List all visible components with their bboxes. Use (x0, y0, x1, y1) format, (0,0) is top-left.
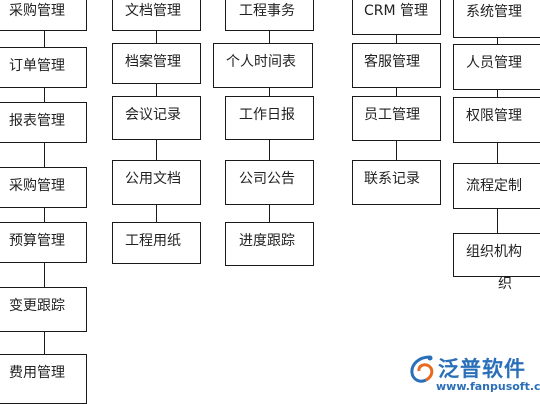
connector (497, 38, 498, 44)
node-col3-0: 工程事务 (225, 0, 314, 31)
node-col1-6: 费用管理 (0, 354, 87, 404)
node-col5-4: 组织机构 (453, 233, 540, 277)
node-col1-3: 采购管理 (0, 167, 87, 208)
connector (497, 90, 498, 97)
node-col2-1: 档案管理 (112, 43, 201, 84)
node-col3-1: 个人时间表 (213, 43, 313, 88)
connector (44, 263, 45, 287)
brand-url: www.fanpusoft.com (436, 380, 540, 393)
connector (396, 35, 397, 43)
node-col1-5: 变更跟踪 (0, 287, 87, 332)
connector (396, 88, 397, 96)
connector (269, 205, 270, 222)
node-col5-3: 流程定制 (453, 163, 540, 209)
node-col3-4: 进度跟踪 (225, 222, 314, 266)
node-col5-2: 权限管理 (453, 97, 540, 143)
node-col2-3: 公用文档 (112, 160, 201, 205)
connector (156, 205, 157, 222)
connector (269, 31, 270, 43)
node-col3-3: 公司公告 (225, 160, 314, 205)
node-col1-2: 报表管理 (0, 102, 87, 143)
connector (269, 88, 270, 96)
node-col3-2: 工作日报 (225, 96, 314, 140)
connector (269, 140, 270, 160)
connector (44, 143, 45, 167)
node-col5-0: 系统管理 (453, 0, 540, 38)
node-col4-3: 联系记录 (352, 160, 441, 205)
connector (44, 88, 45, 102)
node-col4-2: 员工管理 (352, 96, 441, 141)
connector (44, 332, 45, 354)
brand-name: 泛普软件 (438, 357, 526, 381)
connector (44, 31, 45, 47)
node-col5-1: 人员管理 (453, 44, 540, 90)
node-col1-0: 采购管理 (0, 0, 87, 31)
node-col1-1: 订单管理 (0, 47, 87, 88)
node-col2-2: 会议记录 (112, 96, 201, 140)
node-col4-0: CRM 管理 (352, 0, 441, 35)
brand-logo: 泛普软件 www.fanpusoft.com (408, 353, 540, 398)
swirl-logo-icon (410, 355, 434, 383)
wrapped-label-char: 织 (498, 276, 512, 292)
connector (156, 84, 157, 96)
node-col4-1: 客服管理 (352, 43, 441, 88)
connector (497, 143, 498, 163)
connector (156, 31, 157, 43)
connector (497, 209, 498, 233)
node-col2-4: 工程用纸 (112, 222, 201, 264)
node-col1-4: 预算管理 (0, 222, 87, 263)
connector (396, 141, 397, 160)
connector (156, 140, 157, 160)
connector (44, 208, 45, 222)
node-col2-0: 文档管理 (112, 0, 201, 31)
